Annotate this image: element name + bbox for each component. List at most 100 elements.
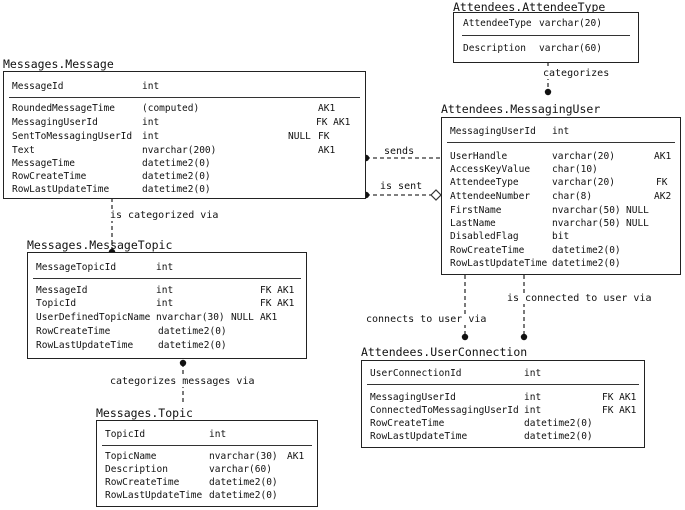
field-type: nvarchar(30) [156, 312, 225, 323]
field-type: varchar(60) [209, 464, 272, 475]
field-type: datetime2(0) [142, 171, 211, 182]
field-type: bit [552, 231, 570, 242]
field-name: SentToMessagingUserId [12, 131, 133, 142]
topic-pk-name: TopicId [105, 429, 146, 440]
message-topic-entity: MessageTopicId int MessageId int FK AK1 … [27, 252, 307, 359]
field-keys: FK AK1 [260, 298, 295, 309]
field-type: varchar(20) [552, 177, 615, 188]
message-topic-title: Messages.MessageTopic [27, 238, 173, 252]
user-connection-pk-name: UserConnectionId [370, 368, 462, 379]
field-name: UserHandle [450, 151, 508, 162]
field-name: RowLastUpdateTime [450, 258, 548, 269]
topic-title: Messages.Topic [96, 406, 193, 420]
field-name: MessageTime [12, 158, 75, 169]
messaging-user-pk-type: int [552, 126, 570, 137]
field-type: (computed) [142, 103, 200, 114]
pk-divider [447, 142, 675, 143]
attendee-type-title: Attendees.AttendeeType [453, 0, 606, 14]
field-name: RowCreateTime [36, 326, 111, 337]
field-name: MessageId [36, 285, 88, 296]
pk-divider [462, 35, 630, 36]
message-entity: MessageId int RoundedMessageTime (comput… [3, 71, 366, 199]
field-keys: AK1 [260, 312, 278, 323]
field-type: datetime2(0) [158, 326, 227, 337]
field-type: varchar(20) [552, 151, 615, 162]
field-name: LastName [450, 218, 496, 229]
field-name: MessagingUserId [12, 117, 98, 128]
pk-divider [33, 278, 301, 279]
field-null: NULL [626, 205, 649, 216]
field-name: Description [105, 464, 168, 475]
field-type: int [156, 298, 174, 309]
field-type: int [524, 392, 542, 403]
field-keys: FK [656, 177, 668, 188]
field-type: datetime2(0) [524, 431, 593, 442]
field-keys: AK2 [654, 191, 672, 202]
field-type: datetime2(0) [552, 258, 621, 269]
field-null: NULL [288, 131, 311, 142]
pk-divider [102, 445, 312, 446]
field-name: AccessKeyValue [450, 164, 531, 175]
field-name: RowCreateTime [370, 418, 445, 429]
message-pk-name: MessageId [12, 81, 64, 92]
user-connection-title: Attendees.UserConnection [361, 345, 528, 359]
field-keys: FK AK1 [602, 405, 637, 416]
pk-divider [9, 97, 360, 98]
field-name: UserDefinedTopicName [36, 312, 151, 323]
field-type: nvarchar(50) [552, 218, 621, 229]
categorizes-end-dot [544, 88, 552, 96]
field-name: RowLastUpdateTime [12, 184, 110, 195]
field-type: datetime2(0) [209, 477, 278, 488]
field-name: Description [463, 43, 526, 54]
field-type: nvarchar(200) [142, 145, 217, 156]
attendee-type-pk-name: AttendeeType [463, 18, 532, 29]
field-name: RowLastUpdateTime [370, 431, 468, 442]
message-pk-type: int [142, 81, 160, 92]
field-name: AttendeeType [450, 177, 519, 188]
field-name: RowCreateTime [12, 171, 87, 182]
field-type: int [156, 285, 174, 296]
connects-to-user-via-end-dot [461, 333, 469, 341]
field-name: AttendeeNumber [450, 191, 531, 202]
is-connected-to-user-via-end-dot [520, 333, 528, 341]
field-name: RowLastUpdateTime [36, 340, 134, 351]
messaging-user-pk-name: MessagingUserId [450, 126, 536, 137]
field-name: RowCreateTime [105, 477, 180, 488]
field-keys: FK [318, 131, 330, 142]
sends-label: sends [384, 146, 415, 157]
field-name: DisabledFlag [450, 231, 519, 242]
field-null: NULL [231, 312, 254, 323]
user-connection-pk-type: int [524, 368, 542, 379]
field-keys: FK AK1 [260, 285, 295, 296]
message-topic-pk-type: int [156, 262, 174, 273]
attendee-type-entity: AttendeeType varchar(20) Description var… [453, 12, 639, 63]
field-null: NULL [626, 218, 649, 229]
messaging-user-entity: MessagingUserId int UserHandle varchar(2… [441, 117, 681, 275]
field-name: TopicName [105, 451, 157, 462]
categorizes-messages-via-end-dot [179, 359, 187, 367]
pk-divider [367, 384, 639, 385]
field-name: RoundedMessageTime [12, 103, 115, 114]
field-type: varchar(60) [539, 43, 602, 54]
field-type: datetime2(0) [524, 418, 593, 429]
field-name: RowLastUpdateTime [105, 490, 203, 501]
categorizes-messages-via-label: categorizes messages via [110, 376, 255, 387]
field-keys: AK1 [287, 451, 305, 462]
field-type: datetime2(0) [209, 490, 278, 501]
categorizes-label: categorizes [543, 68, 610, 79]
connects-to-user-via-label: connects to user via [366, 314, 487, 325]
is-sent-optional-diamond [430, 189, 442, 201]
field-keys: AK1 [318, 103, 336, 114]
field-name: ConnectedToMessagingUserId [370, 405, 519, 416]
messaging-user-title: Attendees.MessagingUser [441, 102, 601, 116]
is-connected-to-user-via-label: is connected to user via [507, 293, 652, 304]
field-type: int [142, 117, 160, 128]
field-type: datetime2(0) [142, 158, 211, 169]
field-name: MessagingUserId [370, 392, 456, 403]
user-connection-entity: UserConnectionId int MessagingUserId int… [361, 360, 645, 448]
topic-entity: TopicId int TopicName nvarchar(30) AK1 D… [96, 420, 318, 507]
field-type: int [524, 405, 542, 416]
field-type: int [142, 131, 160, 142]
field-keys: FK AK1 [316, 117, 351, 128]
field-keys: FK AK1 [602, 392, 637, 403]
